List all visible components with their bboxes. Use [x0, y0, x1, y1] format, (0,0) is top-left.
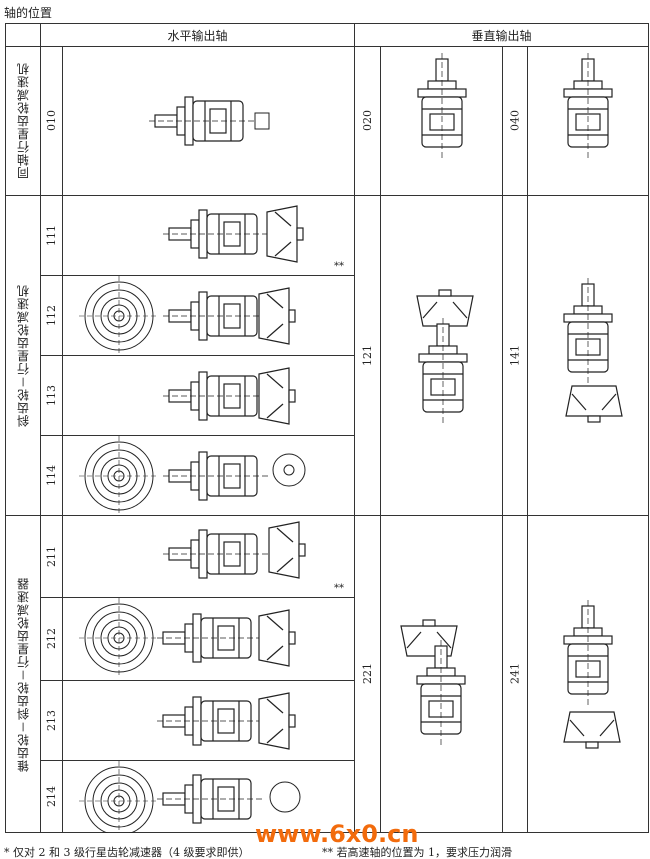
position-code: 212 — [40, 597, 63, 681]
drawing-111: ** — [62, 195, 355, 276]
position-code: 114 — [40, 435, 63, 516]
reducer-drawing — [162, 521, 306, 579]
position-code: 211 — [40, 515, 63, 598]
reducer-drawing — [148, 96, 270, 146]
footnote: ** 若高速轴的位置为 1，要求压力润滑 — [322, 846, 512, 859]
position-code: 112 — [40, 275, 63, 356]
page-title: 轴的位置 — [4, 6, 53, 20]
header-horizontal: 水平输出轴 — [40, 23, 355, 47]
position-code: 040 — [502, 46, 528, 196]
drawing-213 — [62, 680, 355, 761]
position-code: 121 — [354, 195, 381, 516]
drawing-212 — [62, 597, 355, 681]
reducer-drawing — [162, 367, 296, 425]
reducer-drawing — [416, 289, 474, 516]
reducer-drawing — [563, 516, 621, 749]
reducer-drawing — [78, 761, 301, 833]
drawing-221 — [380, 515, 503, 833]
group-label: 锥齿轮－斜齿轮－行星齿轮减速器 — [5, 515, 41, 833]
reducer-drawing — [400, 619, 503, 832]
reducer-drawing — [78, 276, 296, 356]
group-label: 同轴行星齿轮减速机 — [5, 46, 41, 196]
position-code: 214 — [40, 760, 63, 833]
watermark: www.6x0.cn — [255, 820, 419, 848]
drawing-020 — [380, 46, 503, 196]
drawing-241 — [527, 515, 649, 833]
reducer-drawing — [156, 692, 296, 750]
drawing-112 — [62, 275, 355, 356]
position-code: 113 — [40, 355, 63, 436]
drawing-113 — [62, 355, 355, 436]
position-code: 141 — [502, 195, 528, 516]
drawing-211: ** — [62, 515, 355, 598]
header-vertical: 垂直输出轴 — [354, 23, 649, 47]
header-corner — [5, 23, 41, 47]
position-code: 020 — [354, 46, 381, 196]
reducer-drawing — [528, 47, 648, 195]
position-code: 010 — [40, 46, 63, 196]
group-label: 斜齿轮－行星齿轮减速机 — [5, 195, 41, 516]
drawing-040 — [527, 46, 649, 196]
position-code: 221 — [354, 515, 381, 833]
footnote: * 仅对 2 和 3 级行星齿轮减速器（4 级要求即供） — [4, 846, 250, 859]
position-code: 241 — [502, 515, 528, 833]
drawing-121 — [380, 195, 503, 516]
drawing-214 — [62, 760, 355, 833]
position-code: 213 — [40, 680, 63, 761]
drawing-141 — [527, 195, 649, 516]
double-star-mark: ** — [334, 261, 344, 272]
reducer-drawing — [528, 196, 623, 423]
reducer-drawing — [381, 47, 503, 195]
drawing-010 — [62, 46, 355, 196]
reducer-drawing — [78, 598, 296, 679]
reducer-drawing — [162, 205, 304, 263]
position-code: 111 — [40, 195, 63, 276]
reducer-drawing — [78, 436, 306, 516]
drawing-114 — [62, 435, 355, 516]
double-star-mark: ** — [334, 583, 344, 594]
